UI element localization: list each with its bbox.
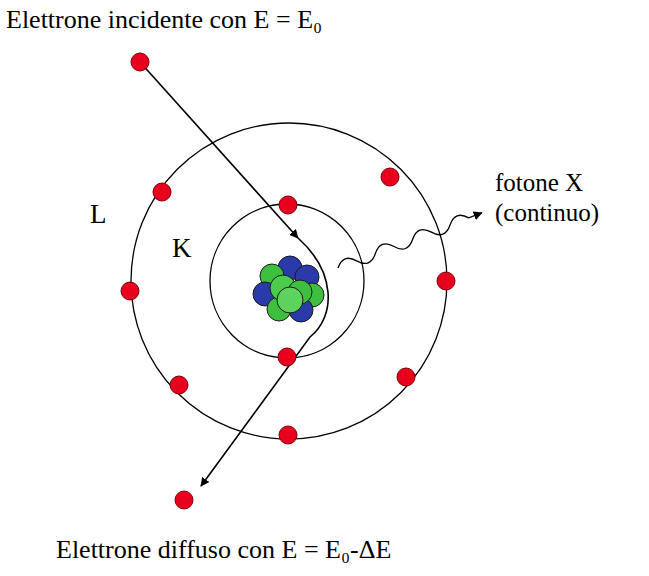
electron-dots xyxy=(121,53,455,509)
photon-label: fotone X (continuo) xyxy=(495,168,645,228)
orbit-k xyxy=(210,204,364,358)
shell-label: K xyxy=(172,232,192,264)
incident-trajectory xyxy=(140,62,298,238)
nucleus xyxy=(253,256,324,322)
orbit-l xyxy=(131,123,447,439)
shell-label: L xyxy=(90,198,107,230)
photon-wave xyxy=(336,207,484,273)
scattered-electron-label: Elettrone diffuso con E = E₀-ΔE xyxy=(56,534,391,565)
incident-electron-label: Elettrone incidente con E = E₀ xyxy=(6,4,322,35)
scattered-trajectory xyxy=(201,238,328,486)
